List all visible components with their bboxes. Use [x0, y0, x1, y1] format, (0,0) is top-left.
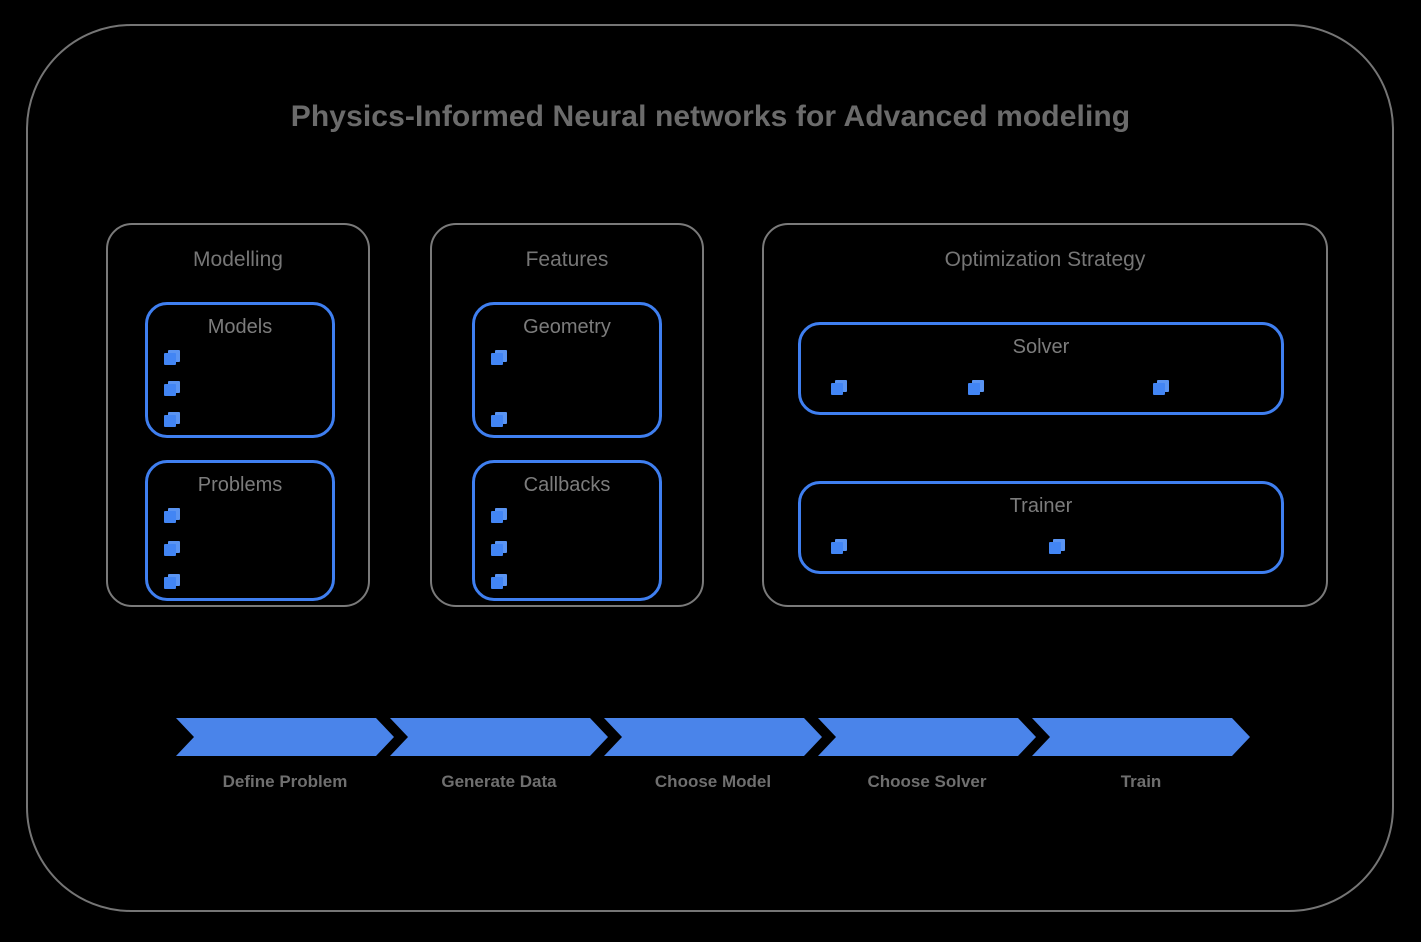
bullet-item [491, 574, 507, 590]
bullet-item [968, 380, 984, 396]
page-title: Physics-Informed Neural networks for Adv… [290, 100, 1131, 133]
card-models[interactable]: Models [145, 302, 335, 438]
group-panel-features: Features [430, 223, 704, 607]
card-title-geometry: Geometry [523, 316, 611, 338]
bullet-item [491, 508, 507, 524]
group-title-features: Features [525, 248, 609, 271]
bullet-item [831, 380, 847, 396]
card-trainer[interactable]: Trainer [798, 481, 1284, 574]
bullet-item [164, 508, 180, 524]
bullet-item [164, 574, 180, 590]
pipeline-arrow-define-problem[interactable] [176, 718, 394, 756]
group-panel-optimization: Optimization Strategy [762, 223, 1328, 607]
bullet-item [164, 541, 180, 557]
bullet-item [1153, 380, 1169, 396]
bullet-item [491, 412, 507, 428]
pipeline-label-generate-data: Generate Data [441, 772, 557, 791]
card-title-solver: Solver [1012, 336, 1070, 358]
bullet-item [491, 350, 507, 366]
card-title-trainer: Trainer [1009, 495, 1073, 517]
outer-frame [26, 24, 1394, 912]
card-title-problems: Problems [197, 474, 283, 496]
pipeline-label-choose-solver: Choose Solver [867, 772, 987, 791]
pipeline-label-choose-model: Choose Model [654, 772, 772, 791]
group-panel-modelling: Modelling [106, 223, 370, 607]
card-callbacks[interactable]: Callbacks [472, 460, 662, 601]
bullet-item [831, 539, 847, 555]
pipeline-arrow-choose-solver[interactable] [818, 718, 1036, 756]
bullet-item [164, 412, 180, 428]
group-title-optimization: Optimization Strategy [944, 248, 1146, 271]
card-title-models: Models [207, 316, 273, 338]
card-geometry[interactable]: Geometry [472, 302, 662, 438]
card-title-callbacks: Callbacks [523, 474, 611, 496]
pipeline-arrow-choose-model[interactable] [604, 718, 822, 756]
bullet-item [164, 381, 180, 397]
bullet-item [491, 541, 507, 557]
pipeline-arrow-generate-data[interactable] [390, 718, 608, 756]
pipeline: Define Problem Generate Data Choose Mode… [176, 718, 1216, 791]
pipeline-label-define-problem: Define Problem [222, 772, 348, 791]
pipeline-label-train: Train [1120, 772, 1162, 791]
card-problems[interactable]: Problems [145, 460, 335, 601]
group-title-modelling: Modelling [193, 248, 283, 271]
bullet-item [164, 350, 180, 366]
bullet-item [1049, 539, 1065, 555]
card-solver[interactable]: Solver [798, 322, 1284, 415]
pipeline-arrow-train[interactable] [1032, 718, 1250, 756]
